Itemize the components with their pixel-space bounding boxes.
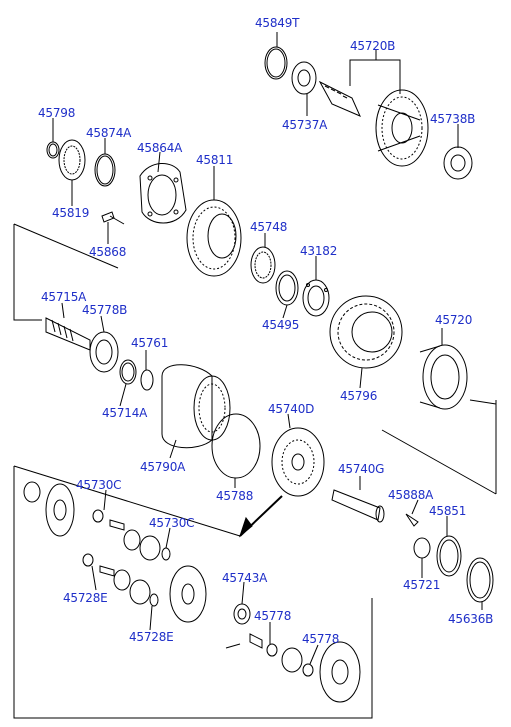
- inset-frame: [13, 465, 373, 719]
- output-shaft-gear-45720b: [318, 80, 429, 167]
- part-label-45790a[interactable]: 45790A: [140, 460, 186, 474]
- planet-carrier-45720: [419, 344, 468, 410]
- part-label-45788[interactable]: 45788: [216, 489, 254, 503]
- bolt-45868: [101, 211, 125, 225]
- part-label-45737a[interactable]: 45737A: [282, 118, 328, 132]
- part-label-45728e_a[interactable]: 45728E: [63, 591, 108, 605]
- part-label-45864a[interactable]: 45864A: [137, 141, 183, 155]
- bearing-45738b: [443, 146, 473, 180]
- gear-45811: [186, 199, 242, 277]
- pinion-carrier-45740d: [271, 427, 325, 497]
- part-label-45868[interactable]: 45868: [89, 245, 127, 259]
- seal-45798: [46, 141, 60, 159]
- plate-45778b: [89, 331, 119, 373]
- part-label-45778b[interactable]: 45778B: [82, 303, 128, 317]
- part-label-45811[interactable]: 45811: [196, 153, 234, 167]
- shaft-45740g: [331, 489, 385, 523]
- part-label-45721[interactable]: 45721: [403, 578, 441, 592]
- part-label-45748[interactable]: 45748: [250, 220, 288, 234]
- ring-45714a: [119, 359, 137, 385]
- snap-ring-45849t: [264, 46, 288, 80]
- sun-shaft-45715a: [45, 317, 91, 351]
- snap-ring-45874a: [94, 153, 116, 187]
- part-label-45738b[interactable]: 45738B: [430, 112, 476, 126]
- part-label-45851[interactable]: 45851: [429, 504, 467, 518]
- part-label-45743a[interactable]: 45743A: [222, 571, 268, 585]
- part-label-43182[interactable]: 43182: [300, 244, 338, 258]
- part-label-45720[interactable]: 45720: [435, 313, 473, 327]
- part-label-45849t[interactable]: 45849T: [255, 16, 300, 30]
- key-45888a: [405, 513, 419, 527]
- retainer-45864a: [139, 163, 187, 224]
- part-label-45798[interactable]: 45798: [38, 106, 76, 120]
- snap-ring-45788: [211, 413, 261, 479]
- ring-45851: [436, 535, 462, 577]
- plate-43182: [302, 279, 330, 317]
- pinion-gear-45778: [225, 633, 314, 677]
- part-label-45778_a[interactable]: 45778: [254, 609, 292, 623]
- part-label-45730c_b[interactable]: 45730C: [149, 516, 195, 530]
- leader-line-left: [13, 223, 119, 321]
- snap-ring-45636b: [466, 557, 494, 603]
- leader-lines: [52, 32, 483, 665]
- bearing-45737a: [291, 61, 317, 95]
- carrier-center: [169, 565, 207, 623]
- part-label-45636b[interactable]: 45636B: [448, 612, 494, 626]
- pinion-gear-45728e: [82, 553, 159, 607]
- pinion-gear-45730c: [92, 509, 171, 561]
- part-label-45778_b[interactable]: 45778: [302, 632, 340, 646]
- part-label-45714a[interactable]: 45714A: [102, 406, 148, 420]
- part-label-45715a[interactable]: 45715A: [41, 290, 87, 304]
- washer-45495: [275, 270, 299, 306]
- part-label-45874a[interactable]: 45874A: [86, 126, 132, 140]
- part-label-45495[interactable]: 45495: [262, 318, 300, 332]
- thrust-bearing-45748: [250, 246, 276, 284]
- part-label-45796[interactable]: 45796: [340, 389, 378, 403]
- part-label-45819[interactable]: 45819: [52, 206, 90, 220]
- part-label-45888a[interactable]: 45888A: [388, 488, 434, 502]
- leader-line-right: [381, 399, 497, 495]
- part-label-45730c_a[interactable]: 45730C: [76, 478, 122, 492]
- part-label-45720b[interactable]: 45720B: [350, 39, 396, 53]
- part-label-45740d[interactable]: 45740D: [268, 402, 315, 416]
- bearing-45819: [58, 139, 86, 181]
- washer-45761: [140, 369, 154, 391]
- part-label-45740g[interactable]: 45740G: [338, 462, 385, 476]
- carrier-plate-right: [319, 641, 361, 703]
- part-label-45728e_b[interactable]: 45728E: [129, 630, 174, 644]
- carrier-plate-left: [23, 481, 75, 537]
- ring-gear-45790a: [161, 364, 231, 449]
- clutch-drum-45796: [329, 295, 403, 369]
- washer-45721: [413, 537, 431, 559]
- bearing-45743a: [233, 603, 251, 625]
- part-label-45761[interactable]: 45761: [131, 336, 169, 350]
